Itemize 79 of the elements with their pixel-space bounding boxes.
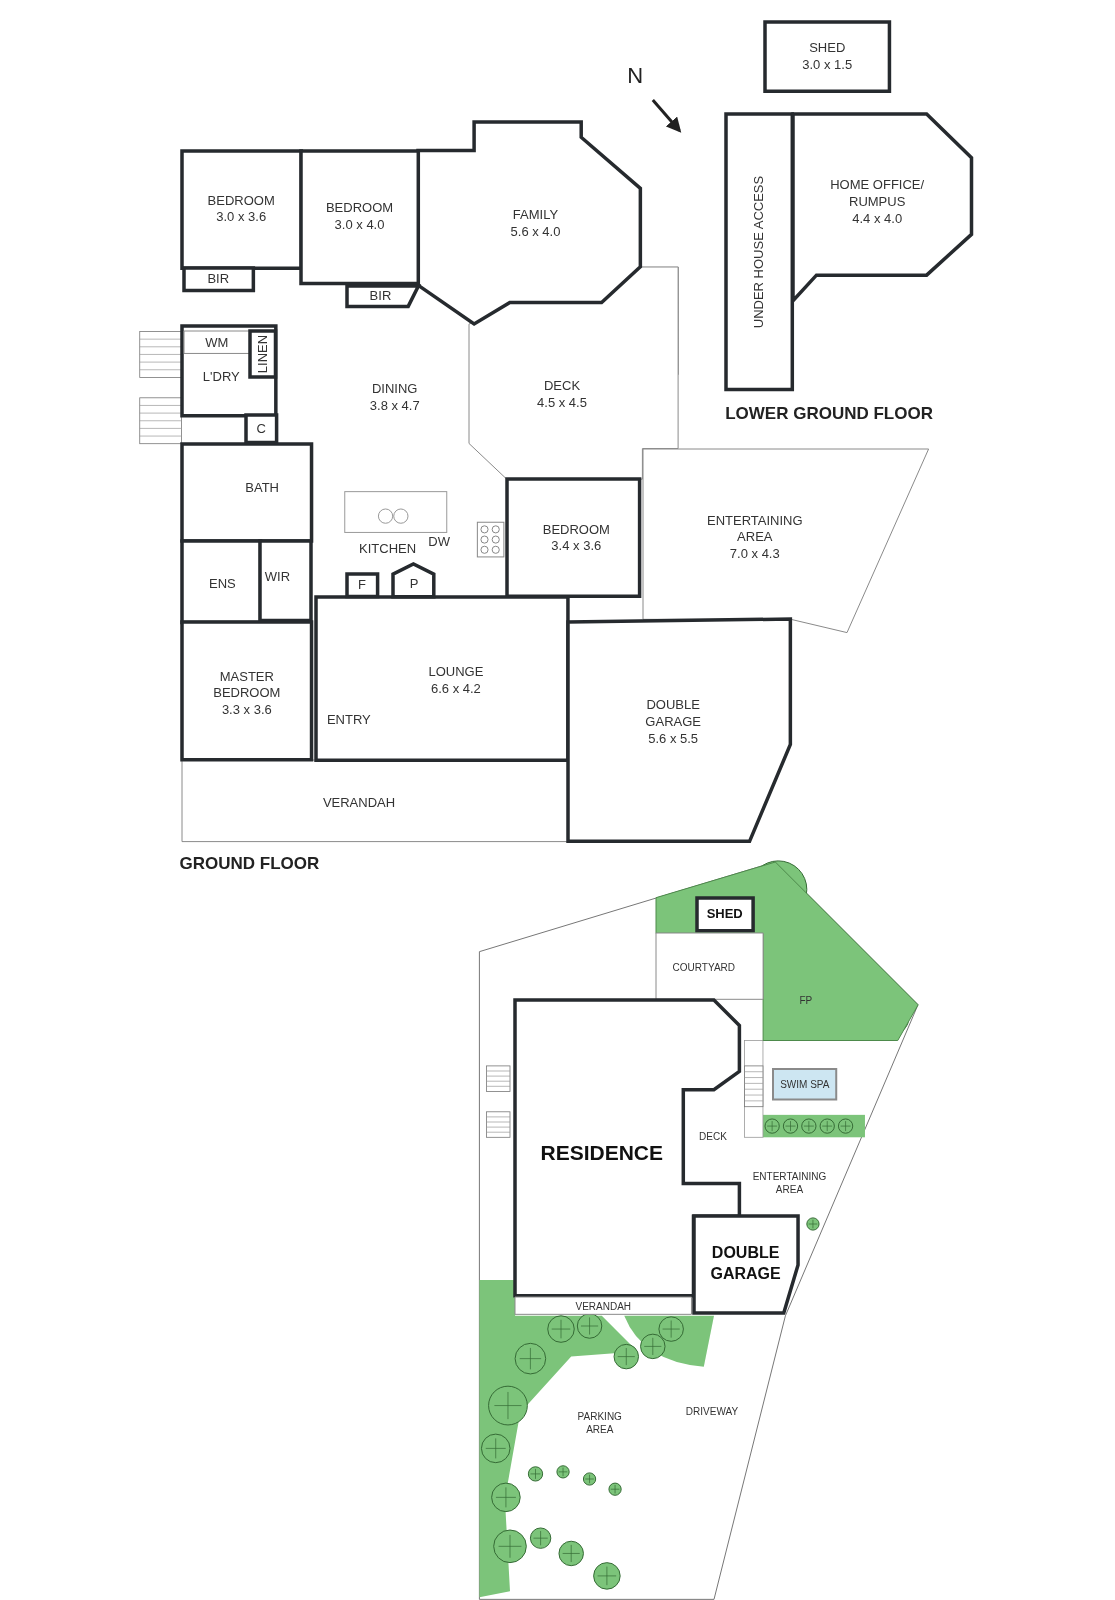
room-name: VERANDAH [575, 1299, 632, 1313]
room-name: FAMILY [511, 207, 560, 225]
room-outline [316, 596, 569, 760]
room-outline [392, 564, 434, 597]
room-dimensions: 5.6 x 5.5 [647, 730, 700, 748]
room-name: SHED [808, 40, 847, 58]
room-name: DW [428, 533, 450, 551]
room-outline [183, 268, 253, 291]
room-dimensions: 4.5 x 4.5 [537, 394, 587, 412]
room-outline [181, 622, 312, 760]
room-dimensions: 3.0 x 3.6 [215, 209, 268, 227]
room-outline [181, 326, 276, 417]
room-dimensions: 6.6 x 4.2 [430, 681, 482, 699]
room-dimensions: 3.8 x 4.7 [369, 397, 420, 415]
garden-bed [655, 861, 918, 1041]
room-name: BEDROOM [325, 200, 394, 218]
room-outline [181, 150, 301, 269]
room-name: L'DRY [202, 368, 240, 386]
room-name: DOUBLE GARAGE [709, 1242, 782, 1284]
area-outline [181, 759, 568, 842]
room-outline [245, 415, 277, 443]
room-name: ENTERTAINING AREA [706, 512, 804, 546]
room-name: COURTYARD [672, 960, 735, 974]
room-name: ENS [209, 576, 236, 593]
room-name: ENTERTAINING AREA [751, 1170, 828, 1197]
floor-title: LOWER GROUND FLOOR [725, 403, 933, 424]
room-outline [693, 1215, 798, 1313]
room-dimensions: 5.6 x 4.0 [510, 224, 561, 242]
room-name: MASTER BEDROOM [212, 668, 282, 702]
room-name: VERANDAH [322, 794, 396, 812]
room-outline [249, 331, 276, 378]
room-name: BIR [207, 271, 230, 288]
room-dimensions: 3.0 x 1.5 [802, 57, 853, 74]
room-outline [181, 443, 312, 541]
room-name: LOUNGE [428, 664, 484, 682]
room-name: WM [205, 334, 229, 352]
room-name: UNDER HOUSE ACCESS [750, 175, 767, 329]
area-outline [183, 331, 250, 354]
room-outline [696, 897, 753, 931]
floor-title: GROUND FLOOR [179, 853, 320, 874]
room-name: RESIDENCE [540, 1139, 664, 1166]
room-name: BIR [369, 287, 392, 305]
room-outline [568, 619, 791, 842]
room-outline [181, 540, 261, 623]
room-name: P [409, 576, 419, 593]
room-outline [418, 122, 641, 325]
room-name: ENTRY [326, 711, 371, 729]
room-name: BEDROOM [207, 192, 275, 210]
room-name: PARKING AREA [576, 1409, 623, 1436]
room-outline [346, 574, 378, 597]
room-name: SWIM SPA [780, 1077, 830, 1091]
room-name: KITCHEN [359, 540, 417, 558]
room-name: WIR [264, 568, 291, 586]
room-dimensions: 3.3 x 3.6 [220, 702, 273, 719]
area-outline [655, 933, 763, 1000]
room-outline [506, 479, 640, 597]
area-outline [469, 267, 679, 480]
room-name: BATH [245, 479, 279, 496]
room-outline [765, 22, 890, 92]
room-name: BEDROOM [542, 521, 610, 539]
room-name: FP [799, 993, 813, 1007]
room-name: F [358, 577, 367, 594]
room-outline [726, 114, 793, 390]
room-name: C [256, 420, 266, 438]
room-name: SHED [706, 905, 743, 923]
room-name: DRIVEWAY [685, 1404, 739, 1418]
room-name: DOUBLE GARAGE [644, 696, 702, 731]
area-outline [515, 1297, 692, 1315]
room-dimensions: 7.0 x 4.3 [728, 546, 781, 563]
area-outline [642, 448, 929, 633]
room-name: LINEN [254, 335, 271, 374]
room-dimensions: 3.4 x 3.6 [550, 538, 603, 556]
swim-spa-pool [773, 1068, 837, 1100]
room-dimensions: 3.0 x 4.0 [333, 217, 386, 235]
room-name: DINING [371, 380, 419, 398]
north-label: N [627, 63, 644, 90]
room-name: DECK [699, 1129, 727, 1143]
room-name: DECK [542, 377, 582, 395]
room-outline [260, 540, 312, 621]
